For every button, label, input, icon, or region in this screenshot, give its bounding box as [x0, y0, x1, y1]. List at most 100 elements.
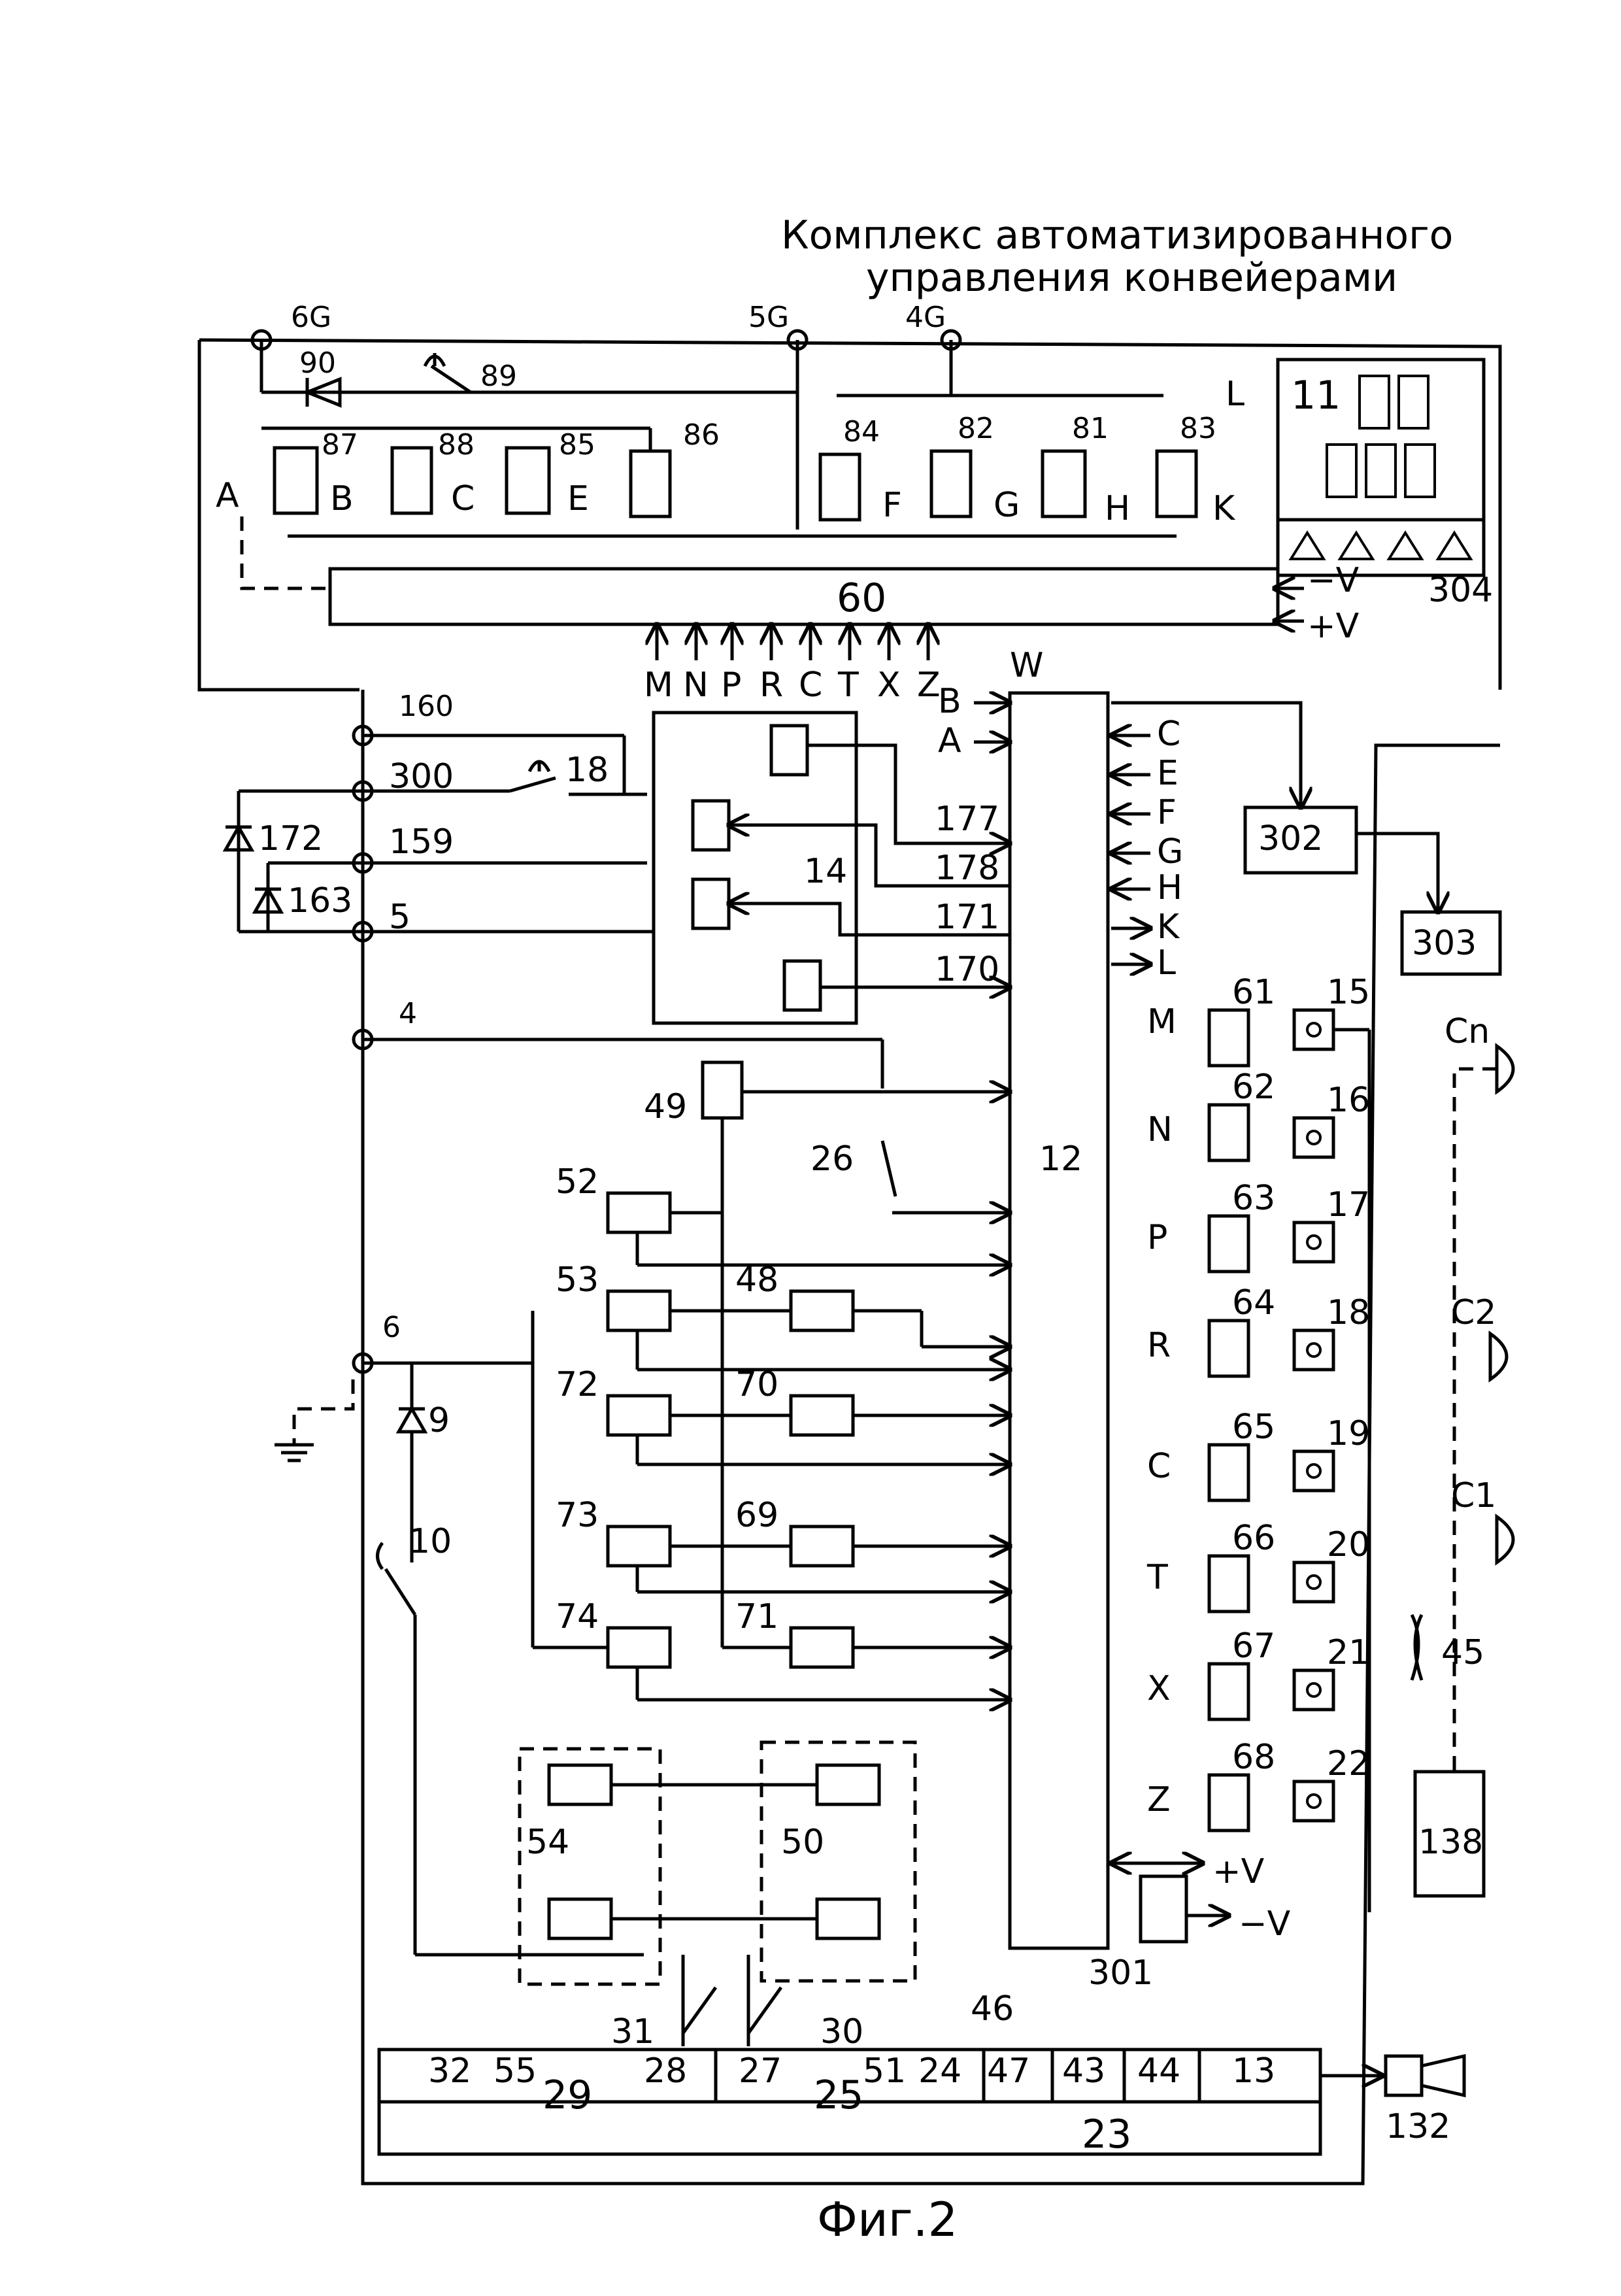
supply-minus-2: −V — [1239, 1904, 1291, 1944]
sirens: Cn C2 C1 45 138 — [1410, 1012, 1515, 1898]
relay-52-label: 52 — [556, 1162, 599, 1202]
bus-32: 32 — [428, 2051, 471, 2091]
terminal-160: 160 — [399, 690, 454, 723]
relay-sig-Z: Z — [1147, 1780, 1171, 1819]
lamp-19-label: 19 — [1327, 1414, 1370, 1453]
terminal-159: 159 — [389, 822, 454, 862]
top-relay-section: 90 89 87 88 85 86 84 82 81 83 6G 5G 4G — [250, 301, 1216, 538]
relay-69-label: 69 — [735, 1496, 778, 1535]
sig-rin-K: K — [1157, 907, 1180, 947]
line-171-label: 171 — [935, 898, 999, 937]
relay-sig-P: P — [1147, 1218, 1167, 1257]
block-14-label: 14 — [804, 852, 847, 891]
relay-sig-T: T — [1146, 1558, 1168, 1597]
block-302-label: 302 — [1258, 819, 1323, 858]
switch-30-label: 30 — [820, 2012, 863, 2051]
relay-73-label: 73 — [556, 1496, 599, 1535]
sig-rin-G: G — [1157, 832, 1183, 871]
sig-K: K — [1212, 489, 1236, 528]
title-line1: Комплекс автоматизированного — [781, 212, 1453, 258]
diode-172-label: 172 — [258, 819, 323, 858]
sig-top-Z: Z — [917, 666, 941, 705]
bottom-bus: 32 55 28 27 51 24 47 43 44 13 29 25 23 1… — [377, 2048, 1466, 2157]
sig-top-T: T — [837, 666, 859, 705]
block-60-label: 60 — [837, 575, 886, 621]
bus-13: 13 — [1232, 2051, 1275, 2091]
block-25-label: 25 — [814, 2072, 863, 2118]
group-50-label: 50 — [781, 1823, 824, 1862]
sig-rin-F: F — [1157, 793, 1177, 832]
relay-67-label: 67 — [1232, 1627, 1275, 1666]
figure-caption: Фиг.2 — [817, 2192, 958, 2247]
sig-A: A — [216, 476, 239, 515]
relay-86-label: 86 — [683, 418, 720, 452]
relay-sig-R: R — [1147, 1326, 1171, 1365]
controller-12: 12 B A — [938, 682, 1110, 1950]
relay-53-label: 53 — [556, 1260, 599, 1300]
siren-C1-label: C1 — [1451, 1476, 1496, 1515]
relay-72-label: 72 — [556, 1365, 599, 1404]
sig-top-P: P — [721, 666, 741, 705]
relay-48-label: 48 — [735, 1260, 778, 1300]
block-29-label: 29 — [543, 2072, 592, 2118]
sig-W: W — [1010, 646, 1043, 685]
sig-B: B — [330, 479, 354, 518]
sig-in-A: A — [938, 721, 961, 760]
terminal-4G: 4G — [905, 301, 946, 334]
lamp-18-label: 18 — [1327, 1293, 1370, 1332]
line-177-label: 177 — [935, 800, 999, 839]
ground-and-switch-10: 9 10 — [275, 1361, 644, 1957]
sig-E: E — [567, 479, 589, 518]
sig-top-R: R — [760, 666, 783, 705]
sig-top-X: X — [877, 666, 901, 705]
relay-62-label: 62 — [1232, 1068, 1275, 1107]
lamp-21-label: 21 — [1327, 1633, 1370, 1672]
switch-18-label: 18 — [565, 751, 609, 790]
sig-top-C: C — [799, 666, 822, 705]
bus-27: 27 — [739, 2051, 782, 2091]
siren-C2-label: C2 — [1451, 1293, 1496, 1332]
display-block-11: 11 — [1276, 358, 1486, 577]
block-301: 301 +V −V 46 — [971, 1852, 1291, 2029]
switches-31-30: 31 30 — [611, 1955, 863, 2051]
bus-51: 51 — [863, 2051, 906, 2091]
bus-43: 43 — [1062, 2051, 1105, 2091]
block-301-label: 301 — [1088, 1953, 1153, 1993]
line-178-label: 178 — [935, 849, 999, 888]
title-line2: управления конвейерами — [866, 255, 1397, 301]
switch-10-label: 10 — [409, 1522, 452, 1561]
relay-68-label: 68 — [1232, 1738, 1275, 1777]
group-54-label: 54 — [526, 1823, 569, 1862]
relay-61-label: 61 — [1232, 973, 1275, 1012]
bus-24: 24 — [918, 2051, 961, 2091]
relay-71-label: 71 — [735, 1597, 778, 1636]
relay-74-label: 74 — [556, 1597, 599, 1636]
sig-top-N: N — [683, 666, 709, 705]
relay-88-label: 88 — [438, 428, 475, 462]
block-303-label: 303 — [1412, 924, 1477, 963]
terminal-4: 4 — [399, 997, 417, 1030]
display-11-label: 11 — [1291, 373, 1341, 418]
relay-63-label: 63 — [1232, 1179, 1275, 1218]
block-14: 14 177 178 171 170 — [652, 711, 1010, 1025]
bus-28: 28 — [644, 2051, 687, 2091]
center-relays: 49 26 52 53 48 72 70 73 69 74 71 — [531, 1039, 1010, 1700]
lamp-20-label: 20 — [1327, 1525, 1370, 1564]
relay-groups-54-50: 54 50 — [518, 1740, 917, 1986]
supply-plus: +V — [1307, 607, 1360, 646]
switch-89-label: 89 — [480, 360, 517, 393]
relay-66-label: 66 — [1232, 1519, 1275, 1558]
outer-wire-top — [197, 340, 359, 692]
line-170-label: 170 — [935, 950, 999, 989]
left-terminals: 160 300 159 5 4 6 18 172 163 — [222, 690, 882, 1374]
terminal-6: 6 — [382, 1311, 401, 1344]
lamp-15-label: 15 — [1327, 973, 1370, 1012]
relay-85-label: 85 — [559, 428, 595, 462]
relay-sig-N: N — [1147, 1110, 1173, 1149]
diode-163-label: 163 — [288, 881, 352, 920]
sig-G: G — [994, 486, 1020, 525]
siren-Cn-label: Cn — [1445, 1012, 1490, 1051]
diode-9-label: 9 — [428, 1401, 450, 1440]
lamp-22-label: 22 — [1327, 1744, 1370, 1783]
block-45-label: 45 — [1441, 1633, 1484, 1672]
